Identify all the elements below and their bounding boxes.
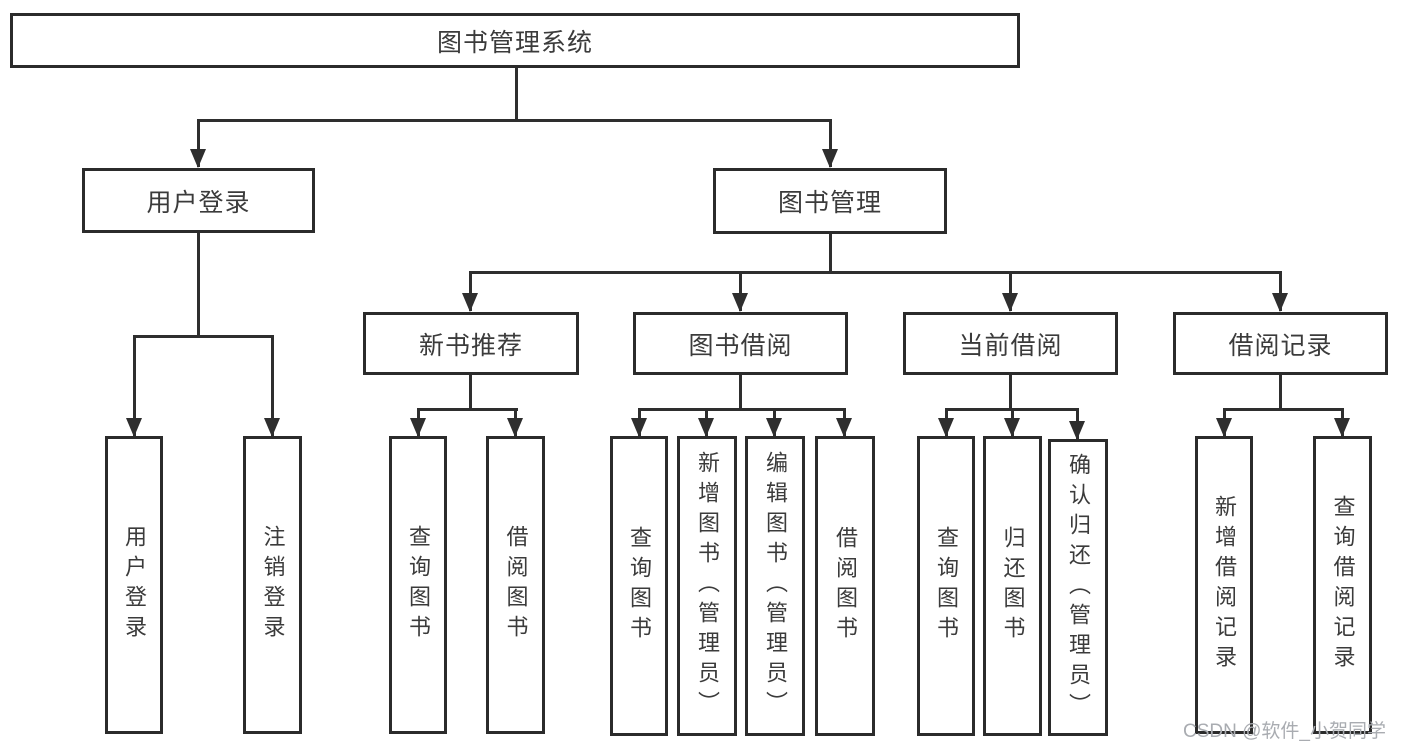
leaf-logout-label: 注销登录: [260, 525, 286, 645]
connector-drop: [271, 335, 274, 436]
node-book-borrow-label: 图书借阅: [688, 331, 793, 360]
connector-new-rec-bus: [417, 408, 518, 411]
leaf-add-book-admin: 新增图书（管理员）: [677, 436, 737, 736]
leaf-user-login-label: 用户登录: [122, 525, 147, 645]
arrow-down-icon: [766, 418, 782, 437]
connector-drop: [1279, 271, 1282, 311]
connector-drop: [133, 335, 136, 436]
arrow-down-icon: [938, 418, 954, 437]
connector-borrow-stem: [739, 374, 742, 411]
connector-current-stem: [1009, 374, 1012, 411]
leaf-return-book: 归还图书: [983, 436, 1042, 736]
leaf-query-book-current-label: 查询图书: [934, 526, 959, 646]
arrow-down-icon: [1004, 418, 1020, 437]
connector-user-login-drop: [197, 119, 200, 167]
leaf-borrow-book-recommend: 借阅图书: [486, 436, 545, 734]
node-new-book-recommend: 新书推荐: [363, 312, 579, 375]
arrow-down-icon: [190, 149, 206, 168]
node-user-login-label: 用户登录: [146, 188, 251, 217]
node-book-management-label: 图书管理: [777, 189, 882, 217]
connector-borrow-bus: [638, 408, 846, 411]
node-new-book-recommend-label: 新书推荐: [418, 331, 523, 360]
connector-drop: [1009, 271, 1012, 311]
node-user-login: 用户登录: [82, 168, 315, 233]
node-current-borrow: 当前借阅: [903, 312, 1118, 375]
connector-level2-bus: [197, 119, 832, 122]
connector-book-mgmt-stem: [829, 233, 832, 274]
node-borrow-records-label: 借阅记录: [1228, 331, 1333, 360]
leaf-user-login: 用户登录: [105, 436, 163, 734]
leaf-query-book-recommend-label: 查询图书: [406, 525, 431, 645]
connector-book-mgmt-drop: [829, 119, 832, 167]
watermark: CSDN @软件_小贺同学: [1183, 721, 1386, 742]
arrow-down-icon: [1272, 293, 1288, 312]
connector-root-stem: [515, 68, 518, 121]
connector-user-login-bus: [133, 335, 274, 338]
connector-records-stem: [1279, 374, 1282, 411]
connector-records-bus: [1223, 408, 1344, 411]
leaf-query-book-borrow-label: 查询图书: [627, 526, 652, 646]
leaf-confirm-return-admin: 确认归还（管理员）: [1048, 439, 1108, 736]
node-book-borrow: 图书借阅: [633, 312, 848, 375]
leaf-query-borrow-record-label: 查询借阅记录: [1330, 495, 1356, 675]
node-book-management: 图书管理: [713, 168, 947, 234]
leaf-edit-book-admin: 编辑图书（管理员）: [745, 436, 805, 736]
leaf-add-borrow-record-label: 新增借阅记录: [1212, 495, 1237, 675]
connector-level3-bus: [469, 271, 1282, 274]
connector-new-rec-stem: [469, 374, 472, 411]
arrow-down-icon: [410, 418, 426, 437]
node-root: 图书管理系统: [10, 13, 1020, 68]
arrow-down-icon: [1002, 293, 1018, 312]
connector-drop: [739, 271, 742, 311]
node-root-label: 图书管理系统: [436, 28, 593, 57]
arrow-down-icon: [462, 293, 478, 312]
arrow-down-icon: [1069, 421, 1085, 440]
leaf-confirm-return-admin-label: 确认归还（管理员）: [1066, 452, 1091, 723]
leaf-return-book-label: 归还图书: [1000, 526, 1026, 646]
leaf-add-borrow-record: 新增借阅记录: [1195, 436, 1253, 734]
connector-user-login-stem: [197, 232, 200, 338]
leaf-logout: 注销登录: [243, 436, 302, 734]
arrow-down-icon: [507, 418, 523, 437]
arrow-down-icon: [822, 149, 838, 168]
arrow-down-icon: [1216, 418, 1232, 437]
arrow-down-icon: [264, 418, 280, 437]
leaf-borrow-book-label: 借阅图书: [833, 526, 858, 646]
leaf-edit-book-admin-label: 编辑图书（管理员）: [763, 451, 788, 721]
leaf-borrow-book-recommend-label: 借阅图书: [503, 525, 529, 645]
leaf-query-book-borrow: 查询图书: [610, 436, 668, 736]
connector-drop: [469, 271, 472, 311]
node-current-borrow-label: 当前借阅: [958, 331, 1063, 360]
leaf-query-book-recommend: 查询图书: [389, 436, 447, 734]
arrow-down-icon: [836, 418, 852, 437]
leaf-query-borrow-record: 查询借阅记录: [1313, 436, 1372, 734]
arrow-down-icon: [698, 418, 714, 437]
leaf-query-book-current: 查询图书: [917, 436, 975, 736]
arrow-down-icon: [631, 418, 647, 437]
arrow-down-icon: [732, 293, 748, 312]
arrow-down-icon: [1334, 418, 1350, 437]
leaf-borrow-book: 借阅图书: [815, 436, 875, 736]
arrow-down-icon: [126, 418, 142, 437]
leaf-add-book-admin-label: 新增图书（管理员）: [695, 451, 720, 721]
node-borrow-records: 借阅记录: [1173, 312, 1388, 375]
